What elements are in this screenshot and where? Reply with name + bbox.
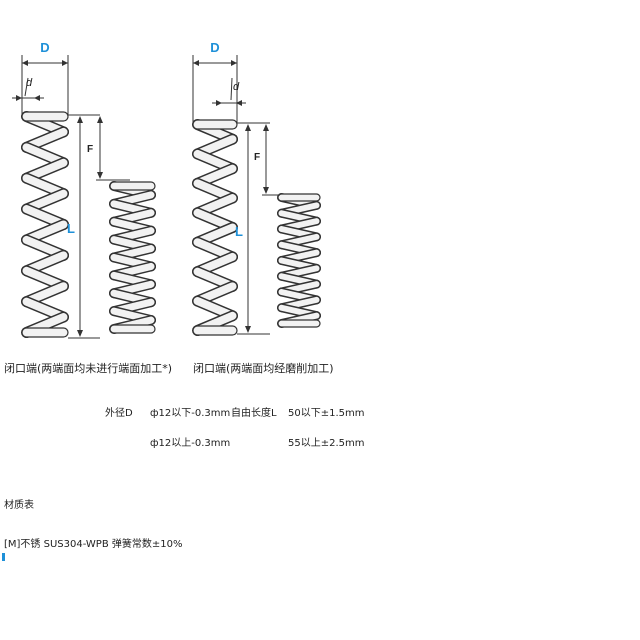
right-l-arrowhead-top xyxy=(245,124,251,131)
right-wd-arrowhead-left xyxy=(216,100,222,106)
right-comp-coil-top-end xyxy=(277,193,321,202)
left-d-label: D xyxy=(40,40,49,55)
left-wire-diameter-dimension: d xyxy=(12,77,44,101)
left-d-arrowhead-left xyxy=(22,60,28,66)
left-f-arrowhead-top xyxy=(97,116,103,123)
right-wd-label: d xyxy=(233,81,240,93)
od-tolerance-row2: ф12以上-0.3mm xyxy=(150,438,231,449)
right-comp-coil-bottom-end xyxy=(277,319,321,328)
material-row: [M]不锈 SUS304-WPB 弹簧常数±10% xyxy=(4,539,183,550)
od-tolerance-row1: ф12以下-0.3mm xyxy=(150,408,231,419)
right-wd-leader xyxy=(230,77,233,101)
material-marker xyxy=(2,553,5,561)
left-comp-coil-bottom-end xyxy=(109,324,156,334)
left-compressed-spring-coil xyxy=(109,181,156,334)
od-tolerance-label: 外径D xyxy=(105,408,133,419)
left-l-arrowhead-top xyxy=(77,116,83,123)
left-wd-arrowhead-right xyxy=(34,95,40,101)
right-spring: D d L xyxy=(192,40,321,336)
left-outer-diameter-dimension: D xyxy=(21,40,69,118)
free-length-tolerance-row2: 55以上±2.5mm xyxy=(288,438,365,449)
left-wd-arrowhead-left xyxy=(16,95,22,101)
right-d-label: D xyxy=(210,40,219,55)
left-wd-leader xyxy=(24,77,29,97)
left-comp-coil-top-end xyxy=(109,181,156,191)
right-compressed-spring-coil xyxy=(277,193,321,328)
left-l-label: L xyxy=(67,221,75,236)
right-d-arrowhead-right xyxy=(231,60,237,66)
right-f-label: F xyxy=(254,152,260,163)
left-d-arrowhead-right xyxy=(62,60,68,66)
right-wd-arrowhead-right xyxy=(236,100,242,106)
left-l-arrowhead-bottom xyxy=(77,330,83,337)
right-deflection-dimension: F xyxy=(254,124,280,196)
right-wire-diameter-dimension: d xyxy=(212,77,246,106)
right-free-length-dimension: L xyxy=(235,122,270,335)
right-l-arrowhead-bottom xyxy=(245,326,251,333)
left-wd-label: d xyxy=(26,77,33,89)
left-spring-caption: 闭口端(两端面均未进行端面加工*) xyxy=(4,362,173,375)
right-f-arrowhead-top xyxy=(263,124,269,131)
left-f-arrowhead-bottom xyxy=(97,172,103,179)
right-free-coil-bottom-end xyxy=(192,325,238,336)
left-free-coil-bottom-end xyxy=(21,327,69,338)
free-length-tolerance-label: 自由长度L xyxy=(231,408,277,419)
left-free-spring-coil xyxy=(21,111,69,338)
material-title: 材质表 xyxy=(4,500,34,511)
right-d-arrowhead-left xyxy=(193,60,199,66)
right-free-spring-coil xyxy=(192,119,238,336)
left-free-coil-top-end xyxy=(21,111,69,122)
right-l-label: L xyxy=(235,224,243,239)
free-length-tolerance-row1: 50以下±1.5mm xyxy=(288,408,365,419)
right-spring-caption: 闭口端(两端面均经磨削加工) xyxy=(193,362,334,375)
right-outer-diameter-dimension: D xyxy=(192,40,238,125)
left-spring: D d L xyxy=(12,40,156,339)
right-free-coil-top-end xyxy=(192,119,238,130)
right-f-arrowhead-bottom xyxy=(263,187,269,194)
left-f-label: F xyxy=(87,144,93,155)
left-deflection-dimension: F xyxy=(87,116,130,181)
left-free-length-dimension: L xyxy=(67,114,100,339)
